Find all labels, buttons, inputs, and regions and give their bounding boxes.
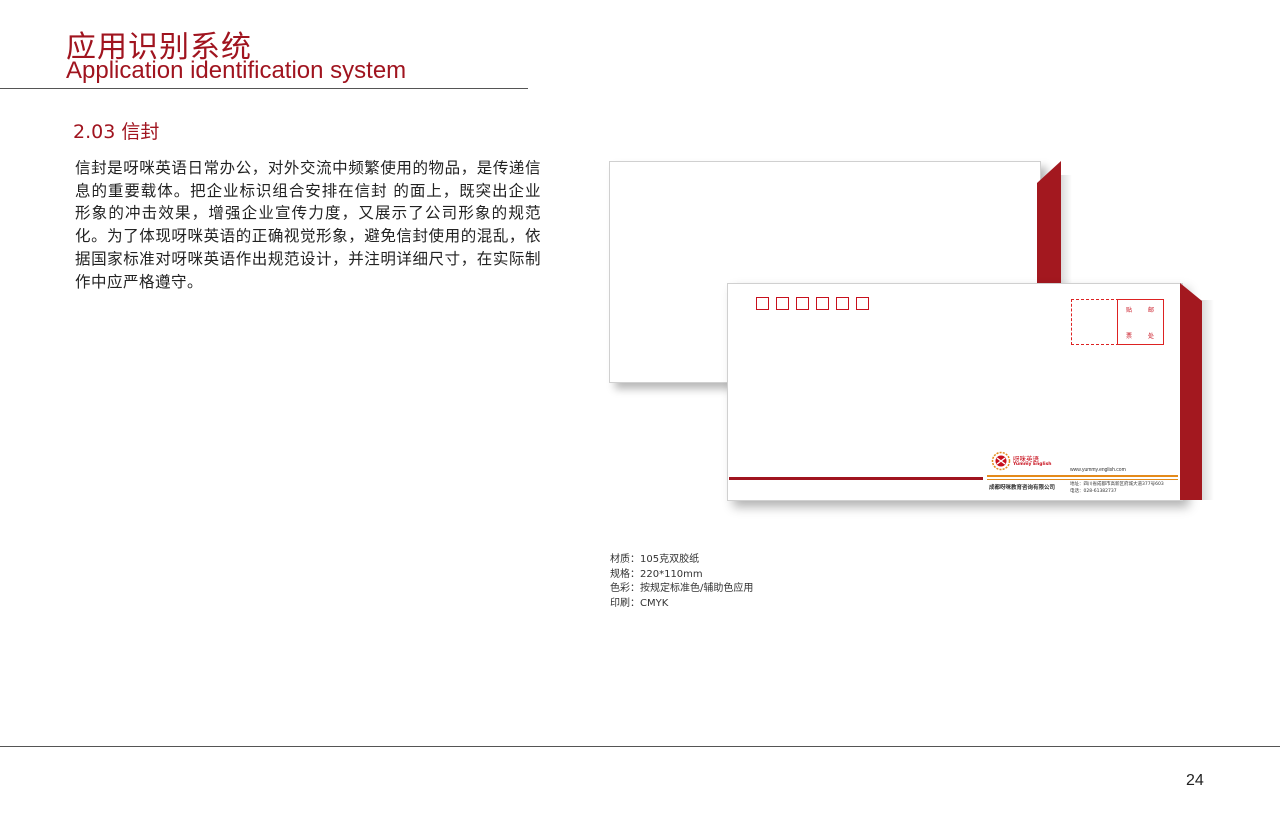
- postal-code-box: [756, 297, 769, 310]
- stamp-box: [1117, 299, 1164, 345]
- envelope-red-stripe: [729, 477, 983, 480]
- envelope-front-flap-shadow: [1200, 300, 1214, 500]
- postal-code-box: [816, 297, 829, 310]
- section-heading: 2.03 信封: [73, 121, 160, 143]
- spec-material: 材质：105克双胶纸: [610, 554, 700, 565]
- spec-print: 印刷：CMYK: [610, 597, 669, 609]
- company-address: 地址：四川省成都市高新区府城大道377号603: [1070, 482, 1164, 487]
- postal-code-box: [856, 297, 869, 310]
- company-contact: 地址：四川省成都市高新区府城大道377号603 电话：028-61382737: [1070, 482, 1164, 495]
- company-name: 成都呀咪教育咨询有限公司: [989, 485, 1056, 491]
- postal-code-box: [836, 297, 849, 310]
- stamp-label-char: 邮: [1148, 307, 1155, 314]
- page-number: 24: [1186, 772, 1204, 789]
- logo-text-en: Yummy English: [1013, 462, 1052, 467]
- company-phone: 电话：028-61382737: [1070, 488, 1117, 494]
- stamp-label-char: 处: [1148, 333, 1155, 340]
- website-url: www.yummy.english.com: [1070, 467, 1126, 473]
- spec-color: 色彩：按规定标准色/辅助色应用: [610, 583, 754, 594]
- envelope-back-flap-shadow: [1058, 175, 1072, 305]
- page-title-cn: 应用识别系统: [66, 30, 252, 65]
- envelope-front-flap: [1180, 283, 1202, 500]
- postal-code-box: [776, 297, 789, 310]
- envelope-back-flap: [1037, 161, 1061, 301]
- header-divider: [0, 88, 528, 89]
- stamp-label-char: 票: [1126, 333, 1133, 340]
- envelope-orange-stripe-thin: [987, 479, 1178, 480]
- logo-text-cn: 呀咪英语: [1013, 455, 1039, 463]
- yummy-logo-icon: [991, 451, 1011, 471]
- spec-size: 规格：220*110mm: [610, 568, 703, 580]
- postal-code-box: [796, 297, 809, 310]
- stamp-label-char: 贴: [1126, 307, 1133, 314]
- page-title-en: Application identification system: [66, 57, 407, 84]
- footer-divider: [0, 746, 1280, 747]
- section-body-text: 信封是呀咪英语日常办公，对外交流中频繁使用的物品，是传递信息的重要载体。把企业标…: [75, 159, 541, 291]
- envelope-orange-stripe: [987, 475, 1178, 477]
- spec-list: 材质：105克双胶纸 规格：220*110mm 色彩：按规定标准色/辅助色应用 …: [610, 553, 753, 611]
